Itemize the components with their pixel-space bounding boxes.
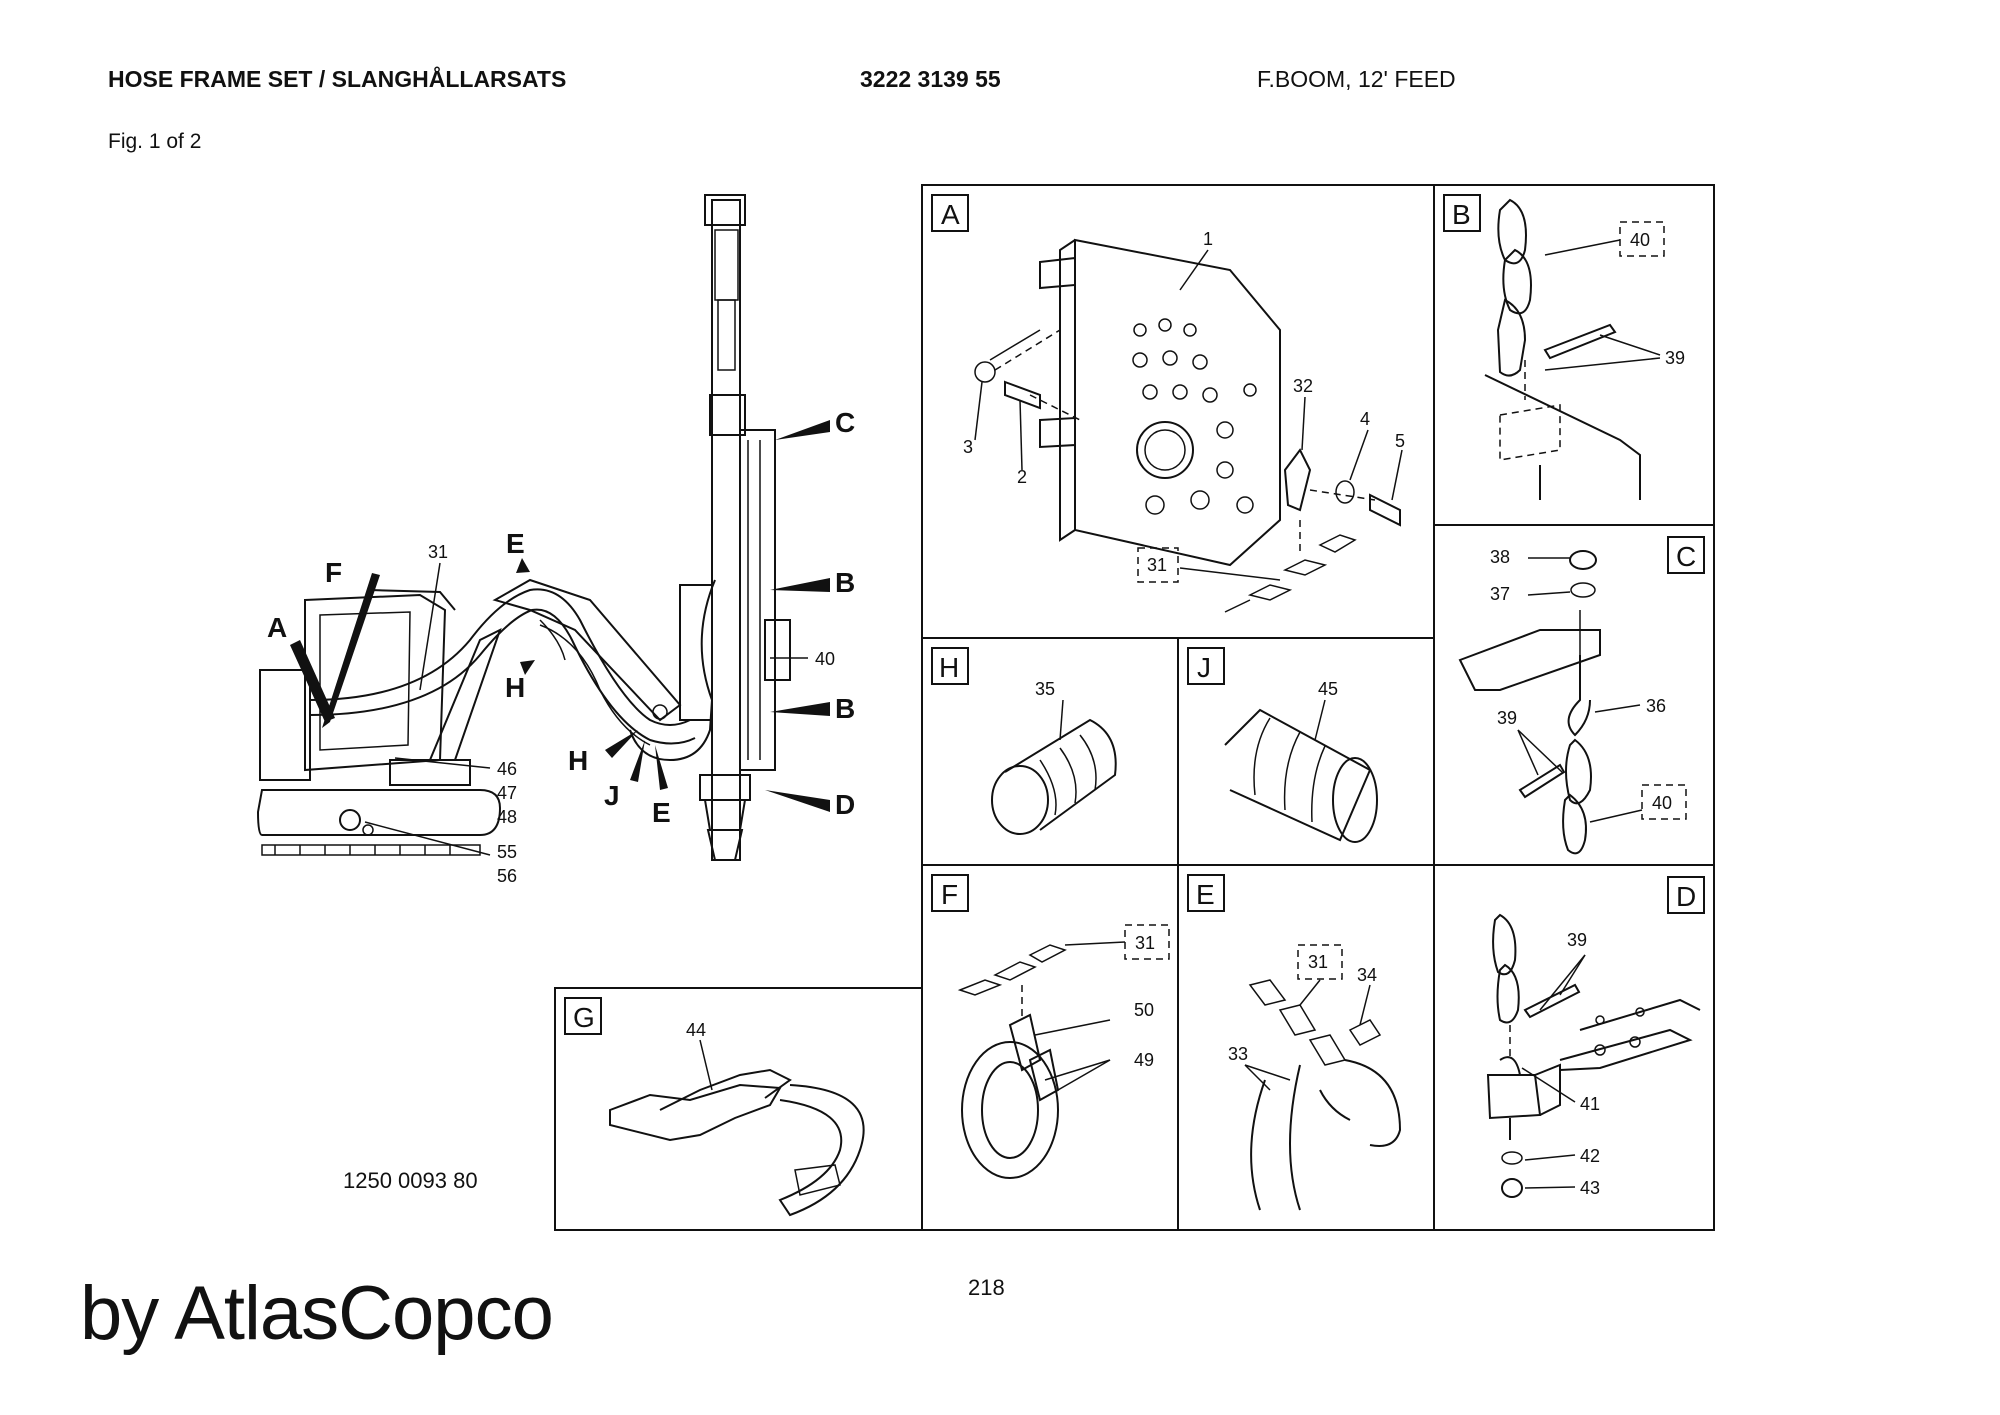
panel-c-callout-40: 40 bbox=[1652, 793, 1672, 813]
panel-a-callout-1: 1 bbox=[1203, 229, 1213, 249]
panel-e-letter: E bbox=[1196, 879, 1215, 910]
overview-label-b-upper: B bbox=[835, 567, 855, 598]
panel-h: H bbox=[931, 647, 1117, 835]
overview-label-b-lower: B bbox=[835, 693, 855, 724]
panel-c-callout-37: 37 bbox=[1490, 584, 1510, 604]
overview-callout-46: 46 bbox=[497, 759, 517, 779]
overview-callout-31: 31 bbox=[428, 542, 448, 562]
panel-b-callout-39: 39 bbox=[1665, 348, 1685, 368]
overview-callout-48: 48 bbox=[497, 807, 517, 827]
panel-d-callout-42: 42 bbox=[1580, 1146, 1600, 1166]
overview-callout-47: 47 bbox=[497, 783, 517, 803]
panel-d-callout-43: 43 bbox=[1580, 1178, 1600, 1198]
overview-label-j: J bbox=[604, 780, 620, 811]
overview-label-h-top: H bbox=[505, 672, 525, 703]
drawing-number: 1250 0093 80 bbox=[343, 1168, 478, 1193]
page-number: 218 bbox=[968, 1275, 1005, 1300]
overview-callout-40: 40 bbox=[815, 649, 835, 669]
document-title: HOSE FRAME SET / SLANGHÅLLARSATS bbox=[108, 66, 567, 92]
panel-a-callout-3: 3 bbox=[963, 437, 973, 457]
panel-f-callout-49: 49 bbox=[1134, 1050, 1154, 1070]
panel-c-callout-36: 36 bbox=[1646, 696, 1666, 716]
panel-c-callout-38: 38 bbox=[1490, 547, 1510, 567]
panel-a-callout-5: 5 bbox=[1395, 431, 1405, 451]
panel-b: B bbox=[1443, 194, 1665, 500]
overview-label-c: C bbox=[835, 407, 855, 438]
panel-d-callout-39: 39 bbox=[1567, 930, 1587, 950]
model-description: F.BOOM, 12' FEED bbox=[1257, 66, 1456, 92]
panel-f-callout-31: 31 bbox=[1135, 933, 1155, 953]
panel-c-callout-39: 39 bbox=[1497, 708, 1517, 728]
panel-d-letter: D bbox=[1676, 881, 1696, 912]
panel-f: F bbox=[931, 874, 1170, 1179]
overview-label-f: F bbox=[325, 557, 342, 588]
panel-j: J bbox=[1187, 647, 1378, 843]
overview-label-a: A bbox=[267, 612, 287, 643]
panel-h-letter: H bbox=[939, 652, 959, 683]
panel-g-callout-44: 44 bbox=[686, 1020, 706, 1040]
part-number: 3222 3139 55 bbox=[860, 66, 1001, 92]
panel-a-callout-2: 2 bbox=[1017, 467, 1027, 487]
panel-b-letter: B bbox=[1452, 199, 1471, 230]
figure-caption: Fig. 1 of 2 bbox=[108, 130, 202, 153]
overview-rig-drawing bbox=[256, 194, 830, 861]
panel-a: A bbox=[931, 194, 1403, 613]
overview-callout-55: 55 bbox=[497, 842, 517, 862]
panel-b-callout-40: 40 bbox=[1630, 230, 1650, 250]
overview-label-e-top: E bbox=[506, 528, 525, 559]
panel-j-letter: J bbox=[1197, 652, 1211, 683]
panel-a-callout-32: 32 bbox=[1293, 376, 1313, 396]
panel-g: G bbox=[564, 997, 865, 1217]
panel-e: E bbox=[1187, 874, 1402, 1211]
overview-label-d: D bbox=[835, 789, 855, 820]
overview-label-e-bottom: E bbox=[652, 797, 671, 828]
panel-e-callout-33: 33 bbox=[1228, 1044, 1248, 1064]
panel-f-letter: F bbox=[941, 879, 958, 910]
panel-c: C bbox=[1458, 536, 1705, 855]
panel-d: D bbox=[1486, 876, 1705, 1198]
overview-callout-56: 56 bbox=[497, 866, 517, 886]
panel-a-letter: A bbox=[941, 199, 960, 230]
panel-e-callout-34: 34 bbox=[1357, 965, 1377, 985]
panel-f-callout-50: 50 bbox=[1134, 1000, 1154, 1020]
overview-label-h-bottom: H bbox=[568, 745, 588, 776]
panel-d-callout-41: 41 bbox=[1580, 1094, 1600, 1114]
brand-logo-text: by AtlasCopco bbox=[80, 1271, 554, 1356]
panel-a-callout-31: 31 bbox=[1147, 555, 1167, 575]
panel-e-callout-31: 31 bbox=[1308, 952, 1328, 972]
panel-j-callout-45: 45 bbox=[1318, 679, 1338, 699]
panel-c-letter: C bbox=[1676, 541, 1696, 572]
panel-grid bbox=[554, 184, 1715, 1231]
panel-g-letter: G bbox=[573, 1002, 595, 1033]
panel-a-callout-4: 4 bbox=[1360, 409, 1370, 429]
panel-h-callout-35: 35 bbox=[1035, 679, 1055, 699]
